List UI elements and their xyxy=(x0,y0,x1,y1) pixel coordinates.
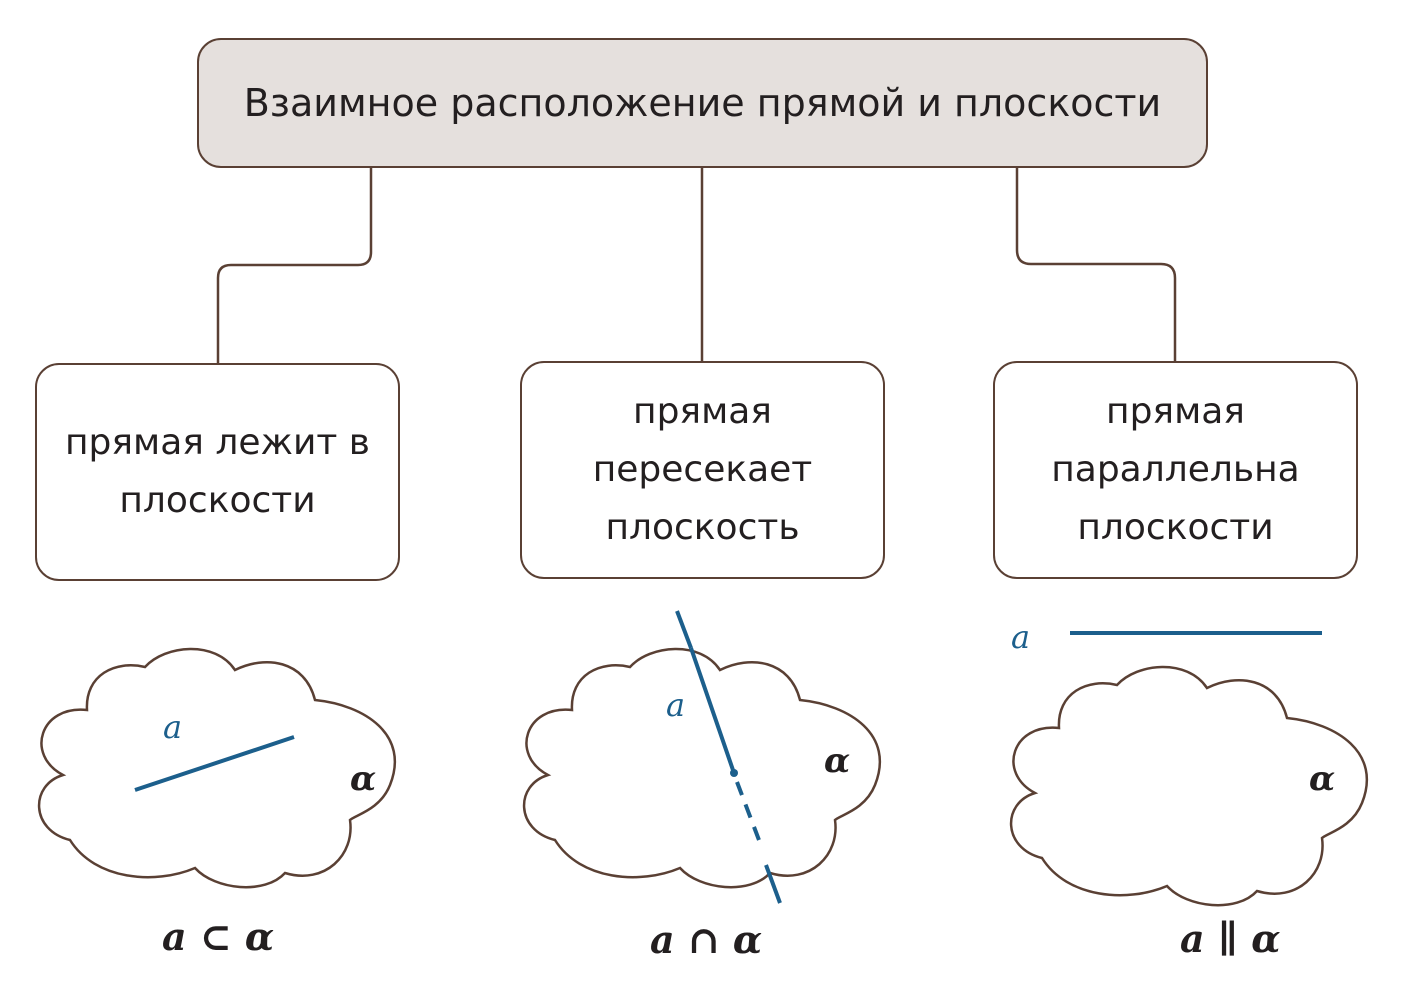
connector-right xyxy=(1015,168,1177,361)
case-box-parallel-to-plane: прямая параллельна плоскости xyxy=(993,361,1358,579)
line-a-below-plane xyxy=(764,864,782,904)
case-label: прямая лежит в плоскости xyxy=(65,422,370,521)
plane-cloud-2 xyxy=(522,647,882,889)
plane-cloud-1 xyxy=(37,647,397,889)
line-a-in-plane xyxy=(134,735,295,792)
intersection-point xyxy=(730,769,738,777)
plane-label-alpha-1: α xyxy=(350,759,376,799)
case-box-lies-in-plane: прямая лежит в плоскости xyxy=(35,363,400,581)
plane-label-alpha-3: α xyxy=(1309,759,1335,799)
line-a-hidden-part xyxy=(735,781,764,849)
line-a-through-plane xyxy=(689,647,736,774)
line-label-a-2: a xyxy=(666,686,685,724)
case-box-intersects-plane: прямая пересекает плоскость xyxy=(520,361,885,579)
connector-left xyxy=(216,168,373,363)
line-label-a-3: a xyxy=(1011,618,1030,656)
case-label: прямая параллельна плоскости xyxy=(1051,391,1300,548)
diagram-title: Взаимное расположение прямой и плоскости xyxy=(243,81,1162,125)
relation-intersection: a ∩ α xyxy=(650,917,763,962)
relation-subset: a ⊂ α xyxy=(162,914,275,959)
line-label-a-1: a xyxy=(163,708,182,746)
title-box: Взаимное расположение прямой и плоскости xyxy=(197,38,1208,168)
case-label: прямая пересекает плоскость xyxy=(592,391,813,548)
plane-label-alpha-2: α xyxy=(824,741,850,781)
plane-cloud-3 xyxy=(1009,665,1369,907)
line-a-above-plane xyxy=(675,610,693,649)
relation-parallel: a ∥ α xyxy=(1180,916,1281,961)
